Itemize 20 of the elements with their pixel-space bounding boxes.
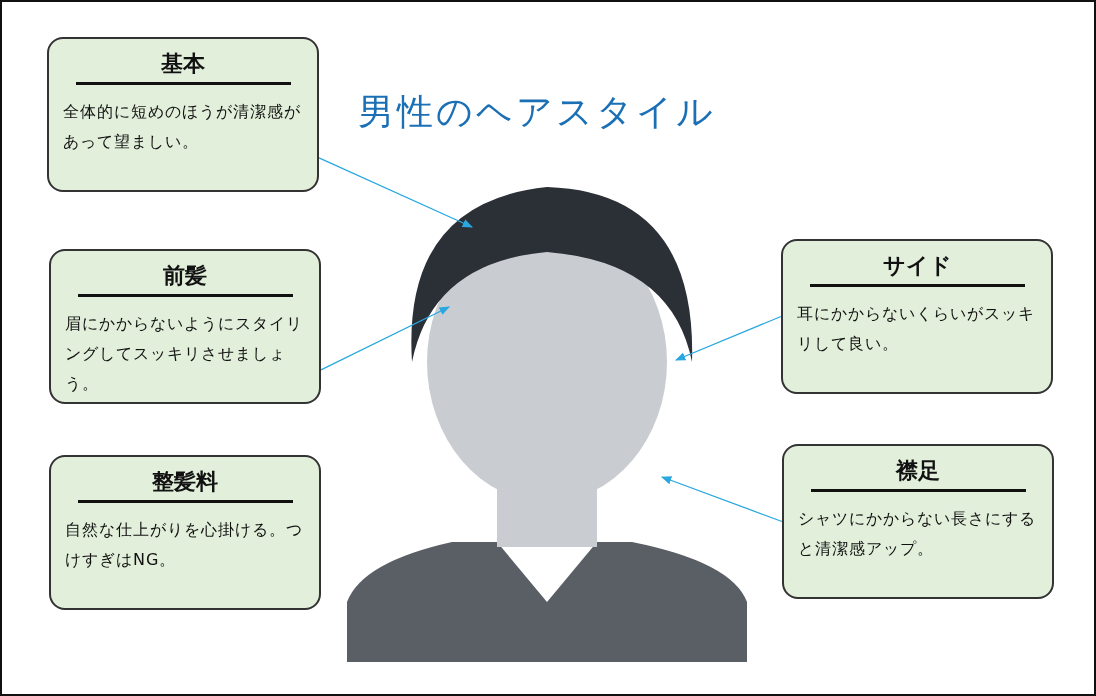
callout-heading: 基本 [75, 49, 291, 85]
callout-box [49, 455, 321, 610]
callout-heading: サイド [809, 251, 1025, 287]
callout-heading: 前髪 [77, 261, 293, 297]
callout-box [47, 37, 319, 192]
leader-line [661, 476, 783, 523]
callout-text: シャツにかからない長さにすると清潔感アップ。 [798, 508, 1037, 560]
callout-box [781, 239, 1053, 394]
callout-box [49, 249, 321, 404]
callout-text: 自然な仕上がりを心掛ける。つけすぎはNG。 [65, 519, 304, 571]
leader-line [320, 306, 450, 371]
callout-heading: 襟足 [810, 456, 1026, 492]
callout-text: 全体的に短めのほうが清潔感があって望ましい。 [63, 101, 302, 153]
callout-text: 耳にかからないくらいがスッキリして良い。 [797, 303, 1036, 355]
callout-text: 眉にかからないようにスタイリングしてスッキリさせましょう。 [65, 313, 304, 395]
leader-line [675, 315, 782, 361]
leader-line [318, 157, 473, 228]
title: 男性のヘアスタイル [358, 90, 716, 134]
callout-box [782, 444, 1054, 599]
callout-heading: 整髪料 [77, 467, 293, 503]
